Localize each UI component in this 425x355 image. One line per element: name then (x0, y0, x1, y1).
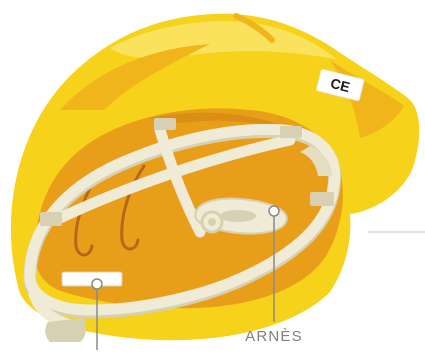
leader-dot-sweatband (92, 279, 102, 289)
harness-clip (40, 212, 62, 226)
harness-clip (280, 126, 302, 138)
harness-adjuster-slot (220, 210, 256, 222)
harness-adjuster-knob-hole (208, 218, 216, 226)
leader-dot-harness (269, 206, 279, 216)
harness-clip (310, 192, 334, 206)
harness-callout-label: ARNÈS (236, 328, 312, 345)
harness-clip (154, 118, 176, 130)
